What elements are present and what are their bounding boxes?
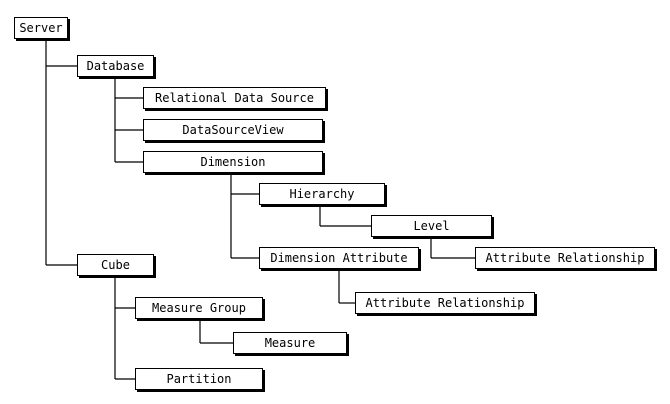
node-data-source-view: DataSourceView [143,119,323,141]
node-level-attribute-relationship: Attribute Relationship [475,247,655,269]
node-measure-label: Measure [264,336,316,350]
node-measure: Measure [233,332,347,354]
node-dimension-attribute: Dimension Attribute [259,247,419,269]
node-database-label: Database [86,59,145,73]
node-partition-label: Partition [166,372,232,386]
node-database: Database [77,55,154,77]
node-dimension: Dimension [143,151,323,173]
node-cube-label: Cube [101,258,130,272]
node-server: Server [14,17,68,39]
node-relational-data-source-label: Relational Data Source [155,91,314,105]
node-cube: Cube [77,254,154,276]
node-relational-data-source: Relational Data Source [143,87,326,109]
node-attribute-relationship-label: Attribute Relationship [365,296,525,310]
node-level-attribute-relationship-label: Attribute Relationship [485,251,645,265]
node-level-label: Level [413,219,450,233]
node-hierarchy-label: Hierarchy [289,187,355,201]
node-hierarchy: Hierarchy [259,183,385,205]
node-level: Level [371,215,492,237]
node-measure-group-label: Measure Group [152,301,246,315]
node-measure-group: Measure Group [135,297,263,319]
node-data-source-view-label: DataSourceView [182,123,284,137]
node-dimension-attribute-label: Dimension Attribute [270,251,408,265]
node-server-label: Server [19,21,63,35]
node-partition: Partition [135,368,263,390]
node-attribute-relationship: Attribute Relationship [355,292,535,314]
node-dimension-label: Dimension [200,155,266,169]
